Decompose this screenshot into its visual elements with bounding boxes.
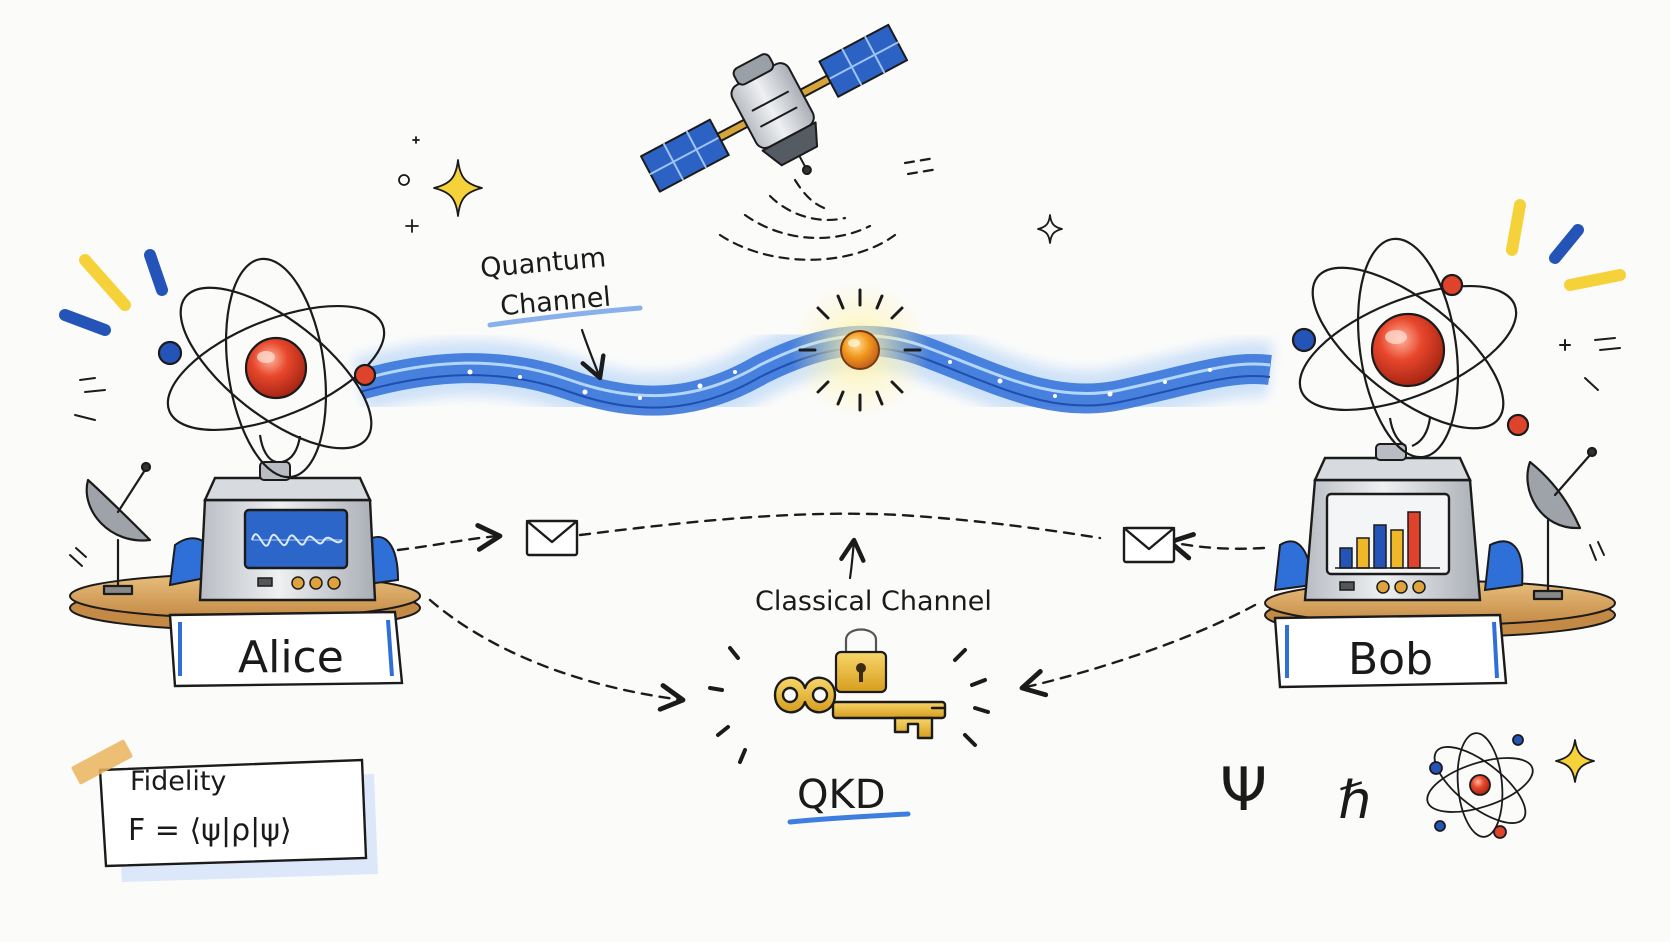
classical-channel-arrow (839, 537, 866, 580)
quantum-channel-underline (487, 305, 643, 328)
satellite-dish-icon (1526, 446, 1598, 601)
bar-chart-icon (1335, 511, 1440, 569)
bob-label: Bob (1348, 634, 1433, 685)
bob-to-key-arrow (1019, 603, 1257, 698)
envelope-icon (525, 519, 579, 557)
key-icon (773, 676, 947, 740)
atom-icon (157, 257, 386, 479)
sparkle-icon (433, 159, 483, 217)
padlock-icon (834, 628, 888, 694)
classical-channel-line (396, 512, 1266, 561)
photon-icon (790, 280, 930, 420)
atom-icon (1291, 237, 1530, 459)
alice-station: Alice (59, 249, 421, 688)
sparkle-icon (1555, 739, 1595, 783)
fidelity-note: Fidelity F = ⟨ψ|ρ|ψ⟩ (71, 739, 378, 882)
envelope-icon (1122, 526, 1176, 564)
quantum-channel-arrow (580, 328, 606, 381)
qkd-label: QKD (797, 772, 886, 818)
key-glow-rays (708, 646, 990, 764)
bob-station: Bob (1264, 199, 1626, 689)
satellite-icon (640, 23, 909, 193)
satellite-signal (718, 156, 940, 261)
decor-marks (398, 136, 420, 233)
fidelity-formula: F = ⟨ψ|ρ|ψ⟩ (128, 813, 292, 848)
alice-label: Alice (238, 632, 344, 683)
psi-symbol: Ψ (1220, 755, 1267, 825)
waveform-icon (251, 533, 343, 547)
qkd-underline (787, 811, 911, 825)
quantum-channel-label-line1: Quantum (479, 242, 607, 284)
hbar-symbol: ℏ (1338, 771, 1371, 831)
fidelity-title: Fidelity (130, 766, 226, 797)
alice-to-key-arrow (428, 598, 686, 712)
atom-icon (1426, 732, 1534, 839)
satellite-dish-icon (85, 461, 152, 596)
classical-channel-label: Classical Channel (755, 586, 992, 617)
sparkle-icon (1037, 214, 1063, 244)
